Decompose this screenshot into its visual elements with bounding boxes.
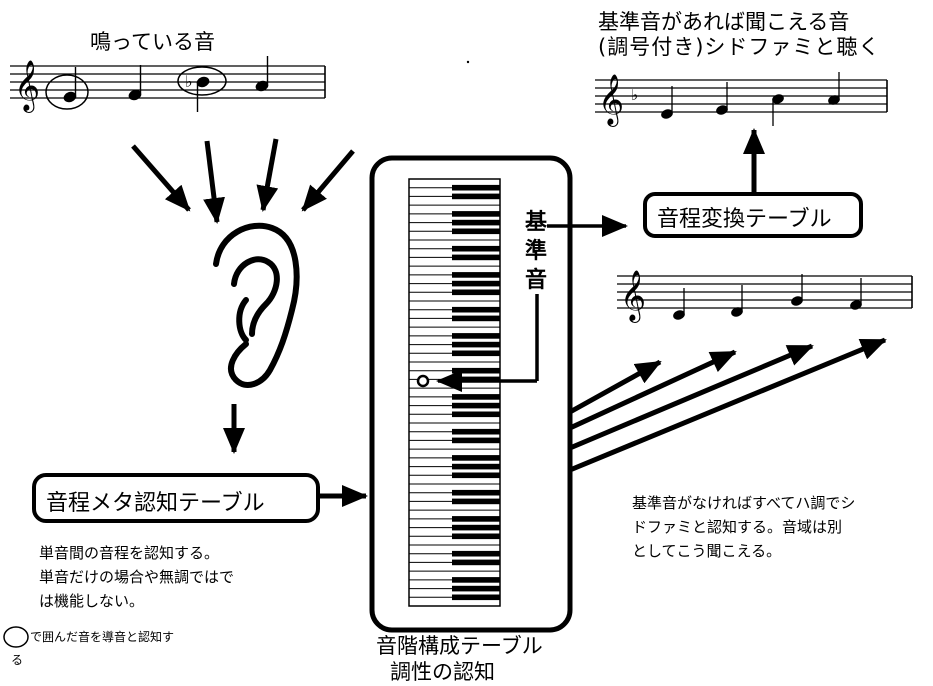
black-key <box>452 333 500 339</box>
black-key <box>452 455 500 461</box>
black-key <box>452 489 500 496</box>
reference-title-line1: 基準音があれば聞こえる音 <box>598 10 850 34</box>
black-key <box>452 585 500 592</box>
treble-clef-icon: 𝄞 <box>598 74 624 127</box>
no-reference-line3: としてこう聞こえる。 <box>632 542 782 560</box>
flat-icon: ♭ <box>185 72 193 91</box>
black-key <box>452 289 500 296</box>
scale-table-label: 音階構成テーブル <box>376 634 543 658</box>
black-key <box>452 516 500 522</box>
reference-key-marker <box>416 374 430 388</box>
black-key <box>452 463 500 470</box>
reference-note-label-2: 準 <box>525 233 548 265</box>
black-key <box>452 306 500 313</box>
black-key <box>452 280 500 287</box>
meta-description-line3: は機能しない。 <box>39 592 145 610</box>
c-major-note <box>673 288 685 320</box>
ear-icon <box>213 222 300 388</box>
sound-arrow <box>203 140 225 224</box>
black-key <box>452 472 500 479</box>
flat-icon: ♭ <box>631 86 638 104</box>
black-key <box>452 428 500 435</box>
meta-table-label: 音程メタ認知テーブル <box>46 491 265 516</box>
treble-clef-icon: 𝄞 <box>620 270 646 323</box>
black-key <box>452 272 500 278</box>
no-reference-line1: 基準音がなければすべてハ調でシ <box>632 494 856 512</box>
reference-note <box>716 82 728 115</box>
sound-arrow <box>256 138 279 212</box>
reference-note <box>828 72 840 105</box>
reference-note <box>661 86 673 119</box>
circle-legend-icon <box>3 626 29 648</box>
meta-recognition-table: 音程メタ認知テーブル <box>32 473 320 523</box>
c-major-note <box>850 278 862 310</box>
circle-mark <box>177 66 227 96</box>
no-reference-line2: ドファミと認知する。音域は別 <box>632 518 843 536</box>
black-key <box>452 254 500 261</box>
output-arrow <box>569 343 814 451</box>
heard-title: 鳴っている音 <box>90 30 215 54</box>
tonality-label: 調性の認知 <box>390 660 495 684</box>
output-arrow <box>568 359 662 415</box>
incoming-sound-arrows <box>131 138 355 224</box>
reference-note-label-3: 音 <box>525 262 548 294</box>
black-key <box>452 559 500 566</box>
reference-note <box>772 94 784 126</box>
c-major-staff: 𝄞 <box>617 270 913 323</box>
black-key <box>452 550 500 557</box>
c-major-note <box>731 285 743 317</box>
heard-note <box>128 65 142 101</box>
black-key <box>452 219 500 226</box>
black-key <box>452 411 500 418</box>
circle-mark <box>45 74 89 110</box>
black-key <box>452 594 500 601</box>
black-key <box>452 315 500 322</box>
sound-arrow <box>131 144 191 212</box>
heard-note <box>196 76 210 112</box>
reference-title-line2: (調号付き)シドファミと聴く <box>598 35 881 59</box>
sound-arrow <box>301 149 355 212</box>
heard-staff: 𝄞 ♭ <box>10 56 326 113</box>
black-key <box>452 184 500 191</box>
black-key <box>452 193 500 200</box>
heard-note <box>255 56 269 92</box>
black-key <box>452 394 500 400</box>
black-key <box>452 367 500 374</box>
heard-note <box>63 67 77 103</box>
meta-description-line2: 単音だけの場合や無調ではで <box>39 568 235 586</box>
black-key <box>452 350 500 357</box>
reference-staff: 𝄞 ♭ <box>595 72 888 127</box>
interval-table-label: 音程変換テーブル <box>657 207 832 232</box>
black-key <box>452 245 500 252</box>
stray-dot <box>466 60 470 64</box>
black-key <box>452 211 500 217</box>
black-key <box>452 341 500 348</box>
circle-note-line2: る <box>11 653 24 667</box>
meta-description-line1: 単音間の音程を認知する。 <box>39 544 220 562</box>
treble-clef-icon: 𝄞 <box>14 60 40 113</box>
piano-keyboard <box>408 178 501 607</box>
circle-note-line1: で囲んだ音を導音と認知す <box>30 630 175 644</box>
output-arrow <box>568 349 737 431</box>
black-key <box>452 577 500 583</box>
black-key <box>452 524 500 531</box>
c-major-note <box>791 274 803 306</box>
black-key <box>452 228 500 235</box>
output-arrow <box>569 337 887 473</box>
scale-output-arrows <box>568 337 887 473</box>
black-key <box>452 402 500 409</box>
black-key <box>452 533 500 540</box>
black-key <box>452 498 500 505</box>
reference-note-label-1: 基 <box>525 204 548 236</box>
black-key <box>452 437 500 444</box>
interval-conversion-table: 音程変換テーブル <box>643 192 863 238</box>
